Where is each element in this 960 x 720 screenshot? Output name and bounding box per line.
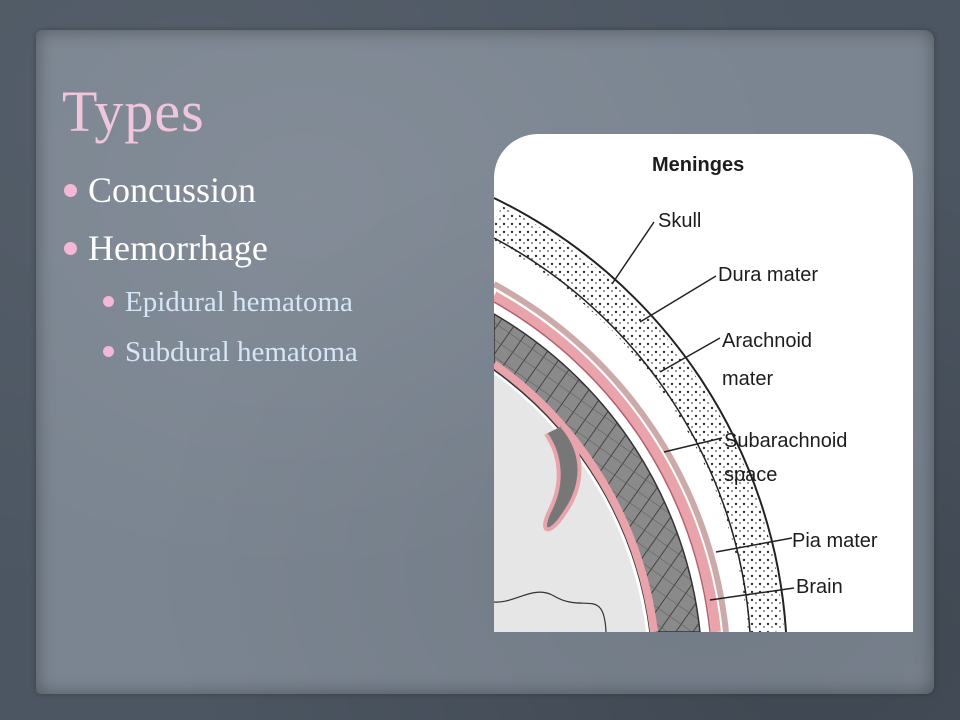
meninges-diagram: Meninges Skull Dura mater Arachnoid mate… <box>494 134 913 632</box>
dura-layer <box>494 205 784 632</box>
label-skull: Skull <box>658 210 702 232</box>
label-arachnoid-mater-line2: mater <box>722 368 774 390</box>
sub-bullet-item-epidural: Epidural hematoma <box>101 284 484 320</box>
label-brain: Brain <box>796 576 843 598</box>
diagram-heading: Meninges <box>652 154 745 176</box>
label-pia-mater: Pia mater <box>792 530 878 552</box>
slide-title: Types <box>62 79 205 144</box>
bullet-dot-icon <box>64 242 77 255</box>
bullet-label: Hemorrhage <box>88 228 268 268</box>
sub-bullet-item-subdural: Subdural hematoma <box>101 334 484 370</box>
meninges-illustration <box>494 197 795 632</box>
arachnoid-layer <box>494 281 729 632</box>
bullet-label: Concussion <box>88 170 257 210</box>
label-arachnoid-mater-line1: Arachnoid <box>722 330 813 352</box>
label-dura-mater: Dura mater <box>718 264 819 286</box>
bullet-dot-icon <box>103 346 114 357</box>
bullet-dot-icon <box>103 296 114 307</box>
label-subarachnoid-line1: Subarachnoid <box>724 430 848 452</box>
bullet-item-hemorrhage: Hemorrhage <box>64 226 484 270</box>
label-subarachnoid-line2: space <box>724 464 778 486</box>
skull-layer <box>494 197 787 632</box>
sulcus-fold <box>543 424 582 532</box>
sub-bullet-label: Epidural hematoma <box>125 286 353 318</box>
bullet-item-concussion: Concussion <box>64 168 484 212</box>
bullet-list: Concussion Hemorrhage Epidural hematoma … <box>64 168 484 384</box>
bullet-dot-icon <box>64 184 77 197</box>
pia-layer <box>494 291 721 632</box>
sub-bullet-label: Subdural hematoma <box>125 336 358 368</box>
